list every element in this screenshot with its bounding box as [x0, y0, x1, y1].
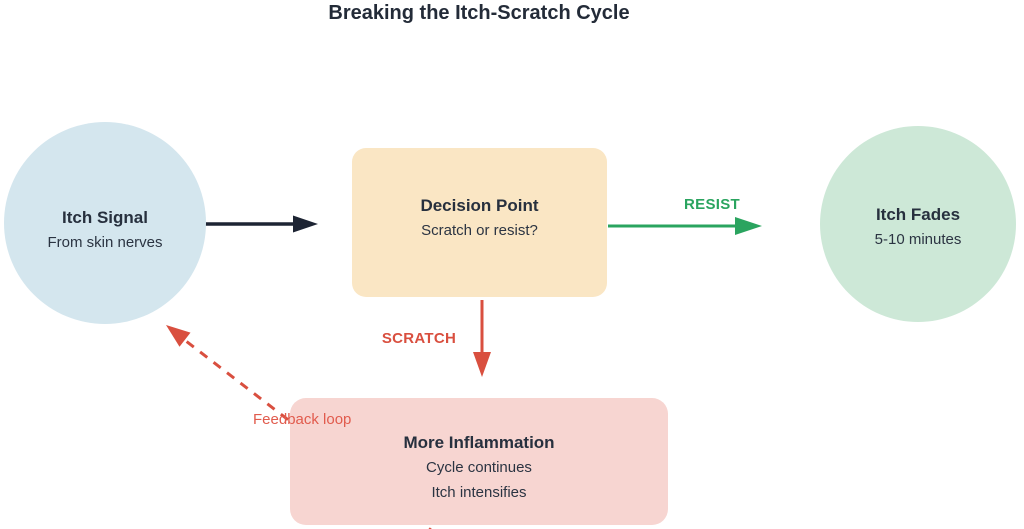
node-itch-fades-subtitle: 5-10 minutes — [874, 230, 962, 248]
diagram-title: Breaking the Itch-Scratch Cycle — [328, 2, 630, 24]
node-itch-signal-subtitle: From skin nerves — [47, 233, 163, 251]
resist-edge-label: RESIST — [684, 196, 740, 213]
feedback-loop-edge-label: Feedback loop — [253, 411, 352, 428]
node-itch-signal-title: Itch Signal — [62, 207, 148, 227]
resist-arrow — [608, 217, 762, 235]
node-decision-point: Decision Point Scratch or resist? — [352, 148, 607, 297]
node-decision-point-subtitle: Scratch or resist? — [421, 222, 538, 239]
node-itch-fades-title: Itch Fades — [875, 204, 961, 224]
scratch-edge-label: SCRATCH — [381, 330, 457, 347]
node-itch-signal: Itch Signal From skin nerves — [4, 122, 206, 324]
node-more-inflammation: More Inflammation Cycle continues Itch i… — [290, 398, 668, 525]
node-decision-point-title: Decision Point — [420, 196, 539, 215]
scratch-arrow — [473, 300, 491, 377]
node-more-inflammation-title: More Inflammation — [403, 432, 555, 452]
node-more-inflammation-line2: Itch intensifies — [431, 483, 527, 501]
node-itch-fades: Itch Fades 5-10 minutes — [820, 126, 1016, 322]
signal-to-decision-arrow — [205, 215, 318, 233]
node-more-inflammation-line1: Cycle continues — [426, 458, 532, 476]
